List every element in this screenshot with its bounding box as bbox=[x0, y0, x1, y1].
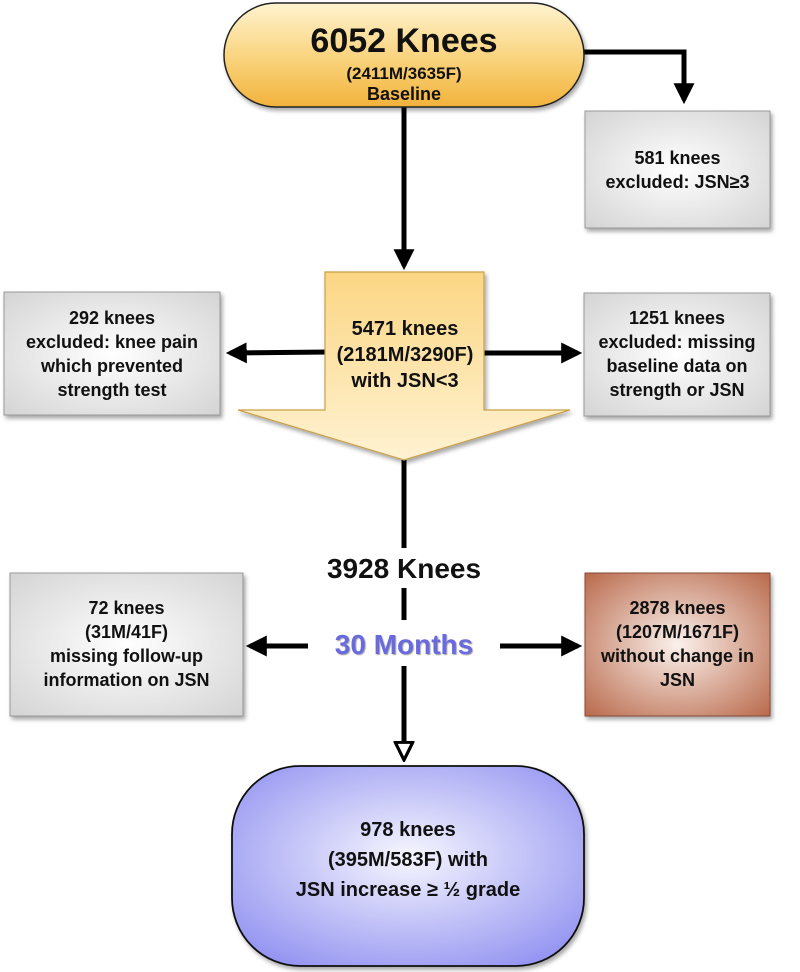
followup-period: 30 Months bbox=[314, 628, 494, 662]
arrow-included-to-excluded-pain bbox=[225, 342, 331, 364]
no-change-reason-2: JSN bbox=[659, 670, 695, 690]
no-change-reason: without change in bbox=[601, 646, 754, 666]
included-split: (2181M/3290F) bbox=[336, 344, 474, 366]
missing-followup-node bbox=[9, 572, 244, 717]
outcome-split: (395M/583F) with bbox=[327, 849, 489, 871]
excluded-jsn-label: 581 knees excluded: JSN≥3 bbox=[585, 146, 770, 194]
excluded-pain-reason-3: strength test bbox=[57, 380, 167, 400]
excluded-missing-reason: excluded: missing bbox=[598, 332, 756, 352]
excluded-pain-count: 292 knees bbox=[68, 308, 156, 328]
baseline-node bbox=[223, 2, 585, 108]
included-count: 5471 knees bbox=[351, 318, 459, 340]
excluded-missing-count: 1251 knees bbox=[628, 308, 726, 328]
no-change-count: 2878 knees bbox=[629, 598, 726, 618]
excluded-missing-label: 1251 knees excluded: missing baseline da… bbox=[584, 306, 770, 402]
included-criterion: with JSN<3 bbox=[351, 370, 459, 392]
excluded-jsn-reason: excluded: JSN≥3 bbox=[605, 172, 750, 192]
connectors bbox=[225, 49, 695, 758]
outcome-label: 978 knees (395M/583F) with JSN increase … bbox=[232, 815, 584, 905]
outcome-count: 978 knees bbox=[360, 819, 456, 841]
excluded-jsn-count: 581 knees bbox=[634, 148, 721, 168]
no-change-split: (1207M/1671F) bbox=[615, 622, 740, 642]
outcome-node bbox=[231, 765, 585, 967]
included-label: 5471 knees (2181M/3290F) with JSN<3 bbox=[300, 316, 510, 394]
excluded-pain-reason-2: which prevented bbox=[40, 356, 184, 376]
excluded-jsn-node bbox=[584, 110, 771, 229]
excluded-missing-reason-3: strength or JSN bbox=[609, 380, 745, 400]
excluded-pain-label: 292 knees excluded: knee pain which prev… bbox=[4, 306, 220, 402]
baseline-caption: Baseline bbox=[366, 84, 442, 104]
arrow-baseline-to-excluded-jsn bbox=[583, 49, 695, 105]
missing-followup-split: (31M/41F) bbox=[84, 622, 169, 642]
excluded-missing-node bbox=[583, 292, 771, 417]
followup-count: 3928 Knees bbox=[304, 552, 504, 586]
missing-followup-reason-2: information on JSN bbox=[43, 670, 210, 690]
baseline-count: 6052 Knees bbox=[310, 22, 498, 60]
baseline-label: 6052 Knees (2411M/3635F) Baseline bbox=[224, 22, 584, 104]
missing-followup-label: 72 knees (31M/41F) missing follow-up inf… bbox=[10, 596, 243, 692]
outcome-criterion: JSN increase ≥ ½ grade bbox=[295, 879, 521, 901]
excluded-pain-reason: excluded: knee pain bbox=[25, 332, 199, 352]
baseline-split: (2411M/3635F) bbox=[346, 64, 462, 83]
excluded-pain-node bbox=[3, 291, 221, 416]
missing-followup-reason: missing follow-up bbox=[50, 646, 203, 666]
no-change-label: 2878 knees (1207M/1671F) without change … bbox=[585, 596, 770, 692]
no-change-node bbox=[584, 572, 771, 717]
missing-followup-count: 72 knees bbox=[88, 598, 165, 618]
excluded-missing-reason-2: baseline data on bbox=[606, 356, 748, 376]
included-arrow-node bbox=[237, 271, 571, 461]
